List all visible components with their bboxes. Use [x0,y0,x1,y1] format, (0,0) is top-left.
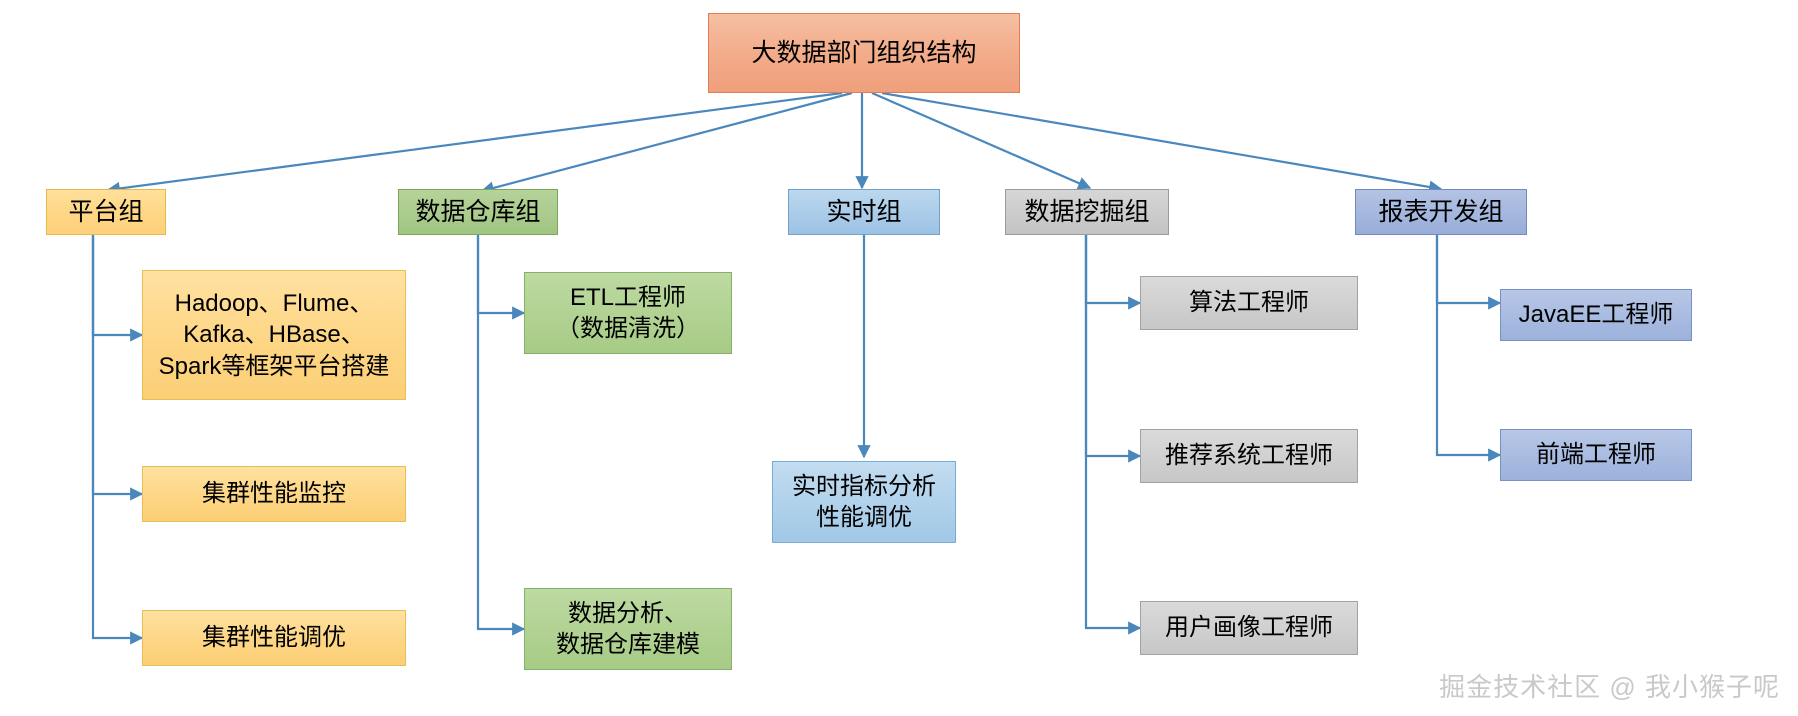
watermark: 掘金技术社区 @ 我小猴子呢 [1439,672,1780,702]
node-realtime-child-1-label: 实时指标分析 性能调优 [792,472,936,531]
node-warehouse-child-2[interactable]: 数据分析、 数据仓库建模 [524,588,732,670]
node-mining-child-2-label: 推荐系统工程师 [1165,442,1333,470]
node-report-child-1[interactable]: JavaEE工程师 [1500,289,1692,341]
node-group-platform-label: 平台组 [68,197,144,226]
node-warehouse-child-1-label: ETL工程师 （数据清洗） [556,283,700,342]
node-platform-child-2-label: 集群性能监控 [202,480,346,508]
node-report-child-2[interactable]: 前端工程师 [1500,429,1692,481]
node-report-child-2-label: 前端工程师 [1536,441,1656,469]
node-report-child-1-label: JavaEE工程师 [1518,301,1674,329]
connector-root-to-warehouse [480,91,853,195]
connector-report-child-1 [1435,233,1502,310]
connector-mining-child-3 [1084,233,1142,635]
node-mining-child-1-label: 算法工程师 [1189,289,1309,317]
node-mining-child-3-label: 用户画像工程师 [1165,614,1333,642]
node-warehouse-child-2-label: 数据分析、 数据仓库建模 [556,599,700,658]
connector-warehouse-child-2 [476,233,526,636]
node-root-label: 大数据部门组织结构 [751,38,977,67]
connector-warehouse-child-1 [476,233,526,320]
node-platform-child-2[interactable]: 集群性能监控 [142,466,406,522]
node-realtime-child-1[interactable]: 实时指标分析 性能调优 [772,461,956,543]
node-group-data-warehouse[interactable]: 数据仓库组 [398,189,558,235]
node-platform-child-3-label: 集群性能调优 [202,624,346,652]
node-platform-child-1[interactable]: Hadoop、Flume、 Kafka、HBase、 Spark等框架平台搭建 [142,270,406,400]
node-root[interactable]: 大数据部门组织结构 [708,13,1020,93]
connector-report-child-2 [1435,233,1502,462]
node-platform-child-1-label: Hadoop、Flume、 Kafka、HBase、 Spark等框架平台搭建 [158,290,390,380]
connector-root-to-report [881,91,1443,194]
node-warehouse-child-1[interactable]: ETL工程师 （数据清洗） [524,272,732,354]
node-mining-child-2[interactable]: 推荐系统工程师 [1140,429,1358,483]
node-platform-child-3[interactable]: 集群性能调优 [142,610,406,666]
node-group-realtime[interactable]: 实时组 [788,189,940,235]
node-group-data-mining-label: 数据挖掘组 [1024,197,1150,226]
connector-platform-child-2 [91,233,144,501]
node-mining-child-3[interactable]: 用户画像工程师 [1140,601,1358,655]
connector-mining-child-2 [1084,233,1142,463]
node-group-realtime-label: 实时组 [826,197,902,226]
node-group-data-warehouse-label: 数据仓库组 [415,197,541,226]
node-mining-child-1[interactable]: 算法工程师 [1140,276,1358,330]
connector-platform-child-3 [91,233,144,645]
connector-root-to-mining [871,91,1092,190]
node-group-report-dev[interactable]: 报表开发组 [1355,189,1527,235]
connector-platform-child-1 [91,233,144,342]
node-group-report-dev-label: 报表开发组 [1378,197,1504,226]
connector-root-to-platform [106,91,843,195]
connector-mining-child-1 [1084,233,1142,310]
node-group-data-mining[interactable]: 数据挖掘组 [1005,189,1169,235]
node-group-platform[interactable]: 平台组 [46,189,166,235]
